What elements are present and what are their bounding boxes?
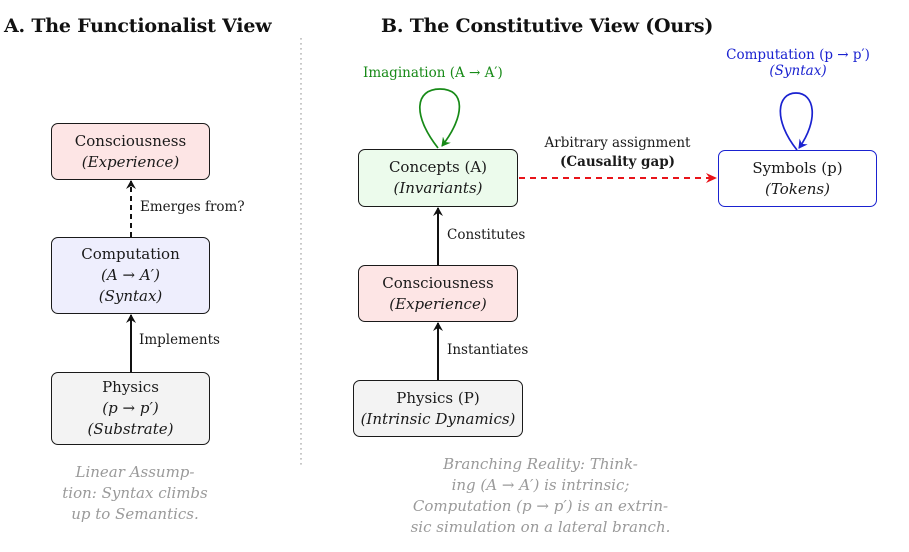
box-subtitle: (Tokens) [765,179,830,198]
label-line: (Syntax) [769,63,827,79]
label-arbitrary-assignment: Arbitrary assignment (Causality gap) [535,134,700,172]
box-title: Consciousness [382,273,494,292]
label-emerges-from: Emerges from? [140,199,245,215]
imagination-loop [419,88,461,149]
box-concepts: Concepts (A) (Invariants) [358,149,518,207]
box-consciousness-b: Consciousness (Experience) [358,265,518,322]
label-computation-loop: Computation (p → p′) (Syntax) [713,47,883,79]
box-symbols: Symbols (p) (Tokens) [718,150,877,207]
caption-line: Branching Reality: Think- [443,455,638,473]
box-formula: (A → A′) [101,266,160,284]
box-subtitle: (Experience) [389,294,487,313]
panel-a-title: A. The Functionalist View [4,15,272,37]
caption-line: ing (A → A′) is intrinsic; [451,476,630,494]
box-title: Symbols (p) [752,158,843,177]
label-constitutes: Constitutes [447,227,526,243]
caption-line: sic simulation on a lateral branch. [410,518,671,536]
label-line: Arbitrary assignment [544,135,691,151]
box-subtitle: (Intrinsic Dynamics) [360,409,516,428]
caption-line: Linear Assump- [75,463,195,481]
box-formula: (p → p′) [102,399,159,417]
panel-b-title: B. The Constitutive View (Ours) [381,15,714,37]
caption-line: Computation (p → p′) is an extrin- [412,497,669,515]
caption-line: up to Semantics. [71,505,199,523]
caption-panel-b: Branching Reality: Think- ing (A → A′) i… [393,454,688,538]
box-title: Computation [81,245,180,263]
caption-line: tion: Syntax climbs [62,484,208,502]
computation-loop [779,92,814,151]
label-line: Computation (p → p′) [726,47,870,63]
box-title: Consciousness [74,131,187,150]
label-imagination: Imagination (A → A′) [363,65,503,81]
box-consciousness-a: Consciousness (Experience) [51,123,210,180]
box-subtitle: (Experience) [81,152,180,171]
box-title: Physics [102,378,159,396]
box-physics-b: Physics (P) (Intrinsic Dynamics) [353,380,523,437]
box-computation-a: Computation (A → A′) (Syntax) [51,237,210,314]
box-title: Physics (P) [396,388,480,407]
box-physics-a: Physics (p → p′) (Substrate) [51,372,210,445]
caption-panel-a: Linear Assump- tion: Syntax climbs up to… [50,462,220,525]
box-title: Concepts (A) [388,158,488,176]
label-implements: Implements [139,332,220,348]
box-subtitle: (Substrate) [87,420,174,438]
box-subtitle: (Syntax) [98,287,163,305]
label-line: (Causality gap) [559,154,676,170]
label-instantiates: Instantiates [447,342,529,358]
box-subtitle: (Invariants) [393,179,483,197]
